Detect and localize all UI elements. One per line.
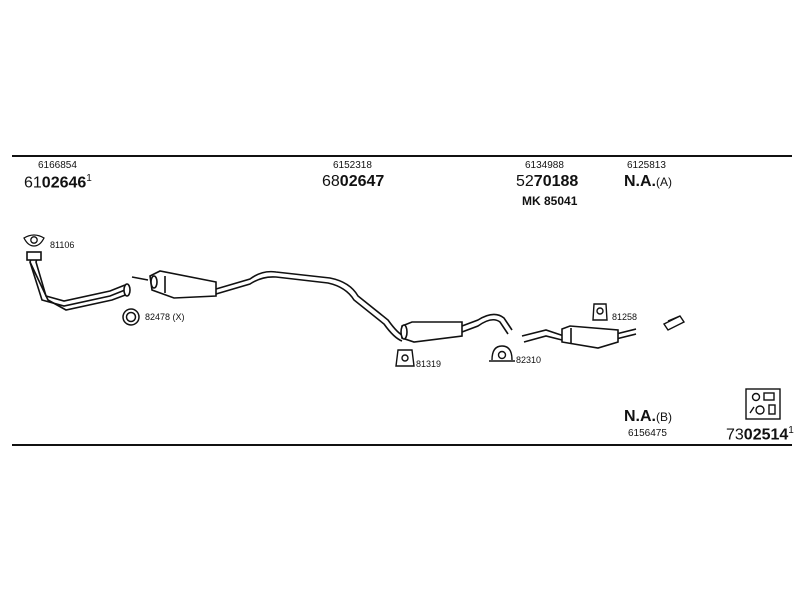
rear-silencer[interactable] <box>561 325 619 349</box>
na-b-text: N.A. <box>624 408 656 425</box>
part-1-prefix: 61 <box>24 174 42 192</box>
middle-silencer[interactable] <box>400 321 463 343</box>
part-4-old-number: 6125813 <box>627 160 666 171</box>
centre-silencer[interactable] <box>149 270 217 299</box>
fitting-kit-number[interactable]: 73025141 <box>726 425 794 444</box>
part-2-bold: 02647 <box>339 173 385 190</box>
tailpipe-tip[interactable] <box>662 315 686 331</box>
part-3-prefix: 52 <box>516 173 534 190</box>
ring-82478-icon[interactable] <box>122 308 140 326</box>
na-b-number[interactable]: N.A.(B) <box>624 408 672 426</box>
part-4-number[interactable]: N.A.(A) <box>624 173 672 191</box>
fitting-81106-label: 81106 <box>50 240 75 250</box>
part-1-old-number: 6166854 <box>38 160 77 171</box>
rear-pipe[interactable] <box>521 328 637 343</box>
fitting-82478-label: 82478 (X) <box>145 312 185 322</box>
part-4-na: N.A. <box>624 173 656 190</box>
part-1-suffix: 1 <box>86 173 92 184</box>
part-1-number[interactable]: 61026461 <box>24 173 92 192</box>
part-1-bold: 02646 <box>41 174 87 192</box>
mount-81258-icon[interactable] <box>592 303 608 321</box>
fitting-82310-label: 82310 <box>516 355 542 365</box>
kit-bold: 02514 <box>743 426 789 444</box>
kit-suffix: 1 <box>788 425 794 436</box>
part-3-bold: 70188 <box>533 173 579 190</box>
middle-tailpipe[interactable] <box>461 313 513 335</box>
top-divider <box>12 155 792 157</box>
fitting-kit-icon[interactable] <box>745 388 781 420</box>
mount-81319-icon[interactable] <box>395 349 415 367</box>
part-2-prefix: 68 <box>322 173 340 190</box>
part-2-old-number: 6152318 <box>333 160 372 171</box>
fitting-81258-label: 81258 <box>612 312 638 322</box>
kit-prefix: 73 <box>726 426 744 444</box>
front-pipe[interactable] <box>26 251 131 311</box>
part-3-number[interactable]: 5270188 <box>516 173 578 191</box>
clamp-82310-icon[interactable] <box>489 345 515 362</box>
part-4-variant: (A) <box>656 175 672 189</box>
na-b-old-number: 6156475 <box>628 428 667 439</box>
part-3-old-number: 6134988 <box>525 160 564 171</box>
na-b-variant: (B) <box>656 410 672 424</box>
part-2-number[interactable]: 6802647 <box>322 173 384 191</box>
bottom-divider <box>12 444 792 446</box>
part-3-extra: MK 85041 <box>522 194 578 208</box>
gasket-81106-icon[interactable] <box>23 234 45 247</box>
centre-pipe[interactable] <box>131 270 405 342</box>
fitting-81319-label: 81319 <box>416 359 442 369</box>
